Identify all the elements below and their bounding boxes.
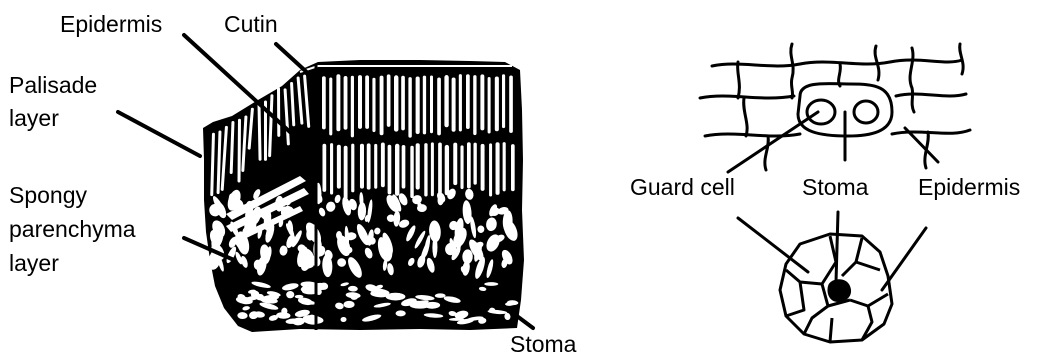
palisade-cell (430, 75, 433, 133)
palisade-cell (358, 75, 362, 129)
palisade-cell (394, 75, 398, 131)
palisade-cell (488, 77, 491, 134)
palisade-cell (511, 144, 515, 191)
palisade-cell (388, 145, 392, 195)
palisade-cell (277, 87, 280, 137)
palisade-cell (372, 78, 375, 132)
guard-cell-label: Guard cell (630, 174, 735, 200)
palisade-cell (344, 76, 348, 130)
spongy-label-line3: layer (9, 250, 59, 276)
cutin-leader (276, 44, 311, 76)
stoma-pore (827, 279, 851, 302)
guard-cell-leader (728, 112, 818, 172)
palisade-cell (473, 75, 476, 135)
palisade-cell (336, 74, 340, 131)
guard-cell-right (854, 101, 878, 123)
palisade-cell (330, 143, 333, 194)
leader-lines-right-top (728, 112, 938, 172)
palisade-cell (453, 143, 457, 185)
palisade-cell (495, 77, 499, 132)
spongy-label-line2: parenchyma (9, 216, 136, 242)
palisade-cell (365, 75, 369, 129)
stoma-label-detail: Stoma (802, 174, 868, 200)
palisade-cell (351, 76, 354, 138)
spongy-label-line1: Spongy (9, 182, 87, 208)
leaf-cross-section (203, 60, 524, 332)
palisade-cell (337, 145, 341, 189)
palisade-cell (438, 143, 442, 195)
palisade-cell (444, 75, 448, 127)
epidermis-label-detail: Epidermis (918, 174, 1020, 200)
palisade-cell (360, 144, 364, 189)
palisade-cell (408, 77, 411, 138)
palisade-cell (374, 144, 377, 189)
palisade-cell (395, 144, 399, 196)
palisade-cell (502, 74, 505, 128)
palisade-cell (459, 74, 462, 131)
palisade-cell (424, 143, 427, 196)
palisade-cell (423, 76, 426, 135)
palisade-cell (489, 143, 492, 196)
palisade-cell (344, 146, 348, 200)
palisade-cell (416, 77, 420, 135)
palisade-cell (351, 144, 354, 193)
palisade-cell (481, 144, 485, 191)
palisade-cell (402, 145, 406, 189)
palisade-cell (329, 78, 332, 136)
epidermal-cell (343, 301, 354, 308)
palisade-leader (118, 112, 200, 156)
epidermal-cell (396, 310, 406, 316)
palisade-cell (322, 76, 326, 129)
palisade-cell (380, 76, 384, 136)
palisade-cell (509, 76, 513, 133)
palisade-cell (460, 145, 463, 189)
palisade-cell (452, 77, 456, 131)
cutin-label: Cutin (224, 11, 278, 37)
palisade-cell (445, 145, 449, 195)
palisade-cell (381, 143, 385, 188)
stoma-label-section: Stoma (510, 331, 576, 357)
palisade-cell (416, 143, 420, 189)
epidermal-cell (484, 282, 498, 286)
palisade-cell (473, 143, 476, 185)
palisade-cell (467, 142, 471, 188)
palisade-cell (480, 74, 484, 130)
palisade-label-line2: layer (9, 105, 59, 131)
palisade-cell (401, 76, 405, 131)
palisade-cell (367, 143, 371, 189)
palisade-cell (431, 142, 434, 196)
palisade-cell (387, 74, 391, 126)
palisade-cell (437, 77, 441, 135)
palisade-cell (466, 74, 470, 129)
epidermis-label: Epidermis (60, 11, 162, 37)
palisade-cell (237, 119, 241, 183)
palisade-cell (410, 146, 413, 198)
guard-cell-left (807, 100, 835, 124)
palisade-label-line1: Palisade (9, 72, 97, 98)
palisade-cell (496, 142, 500, 195)
palisade-cell (322, 144, 326, 192)
palisade-cell (503, 142, 506, 191)
spongy-cell (346, 247, 353, 254)
